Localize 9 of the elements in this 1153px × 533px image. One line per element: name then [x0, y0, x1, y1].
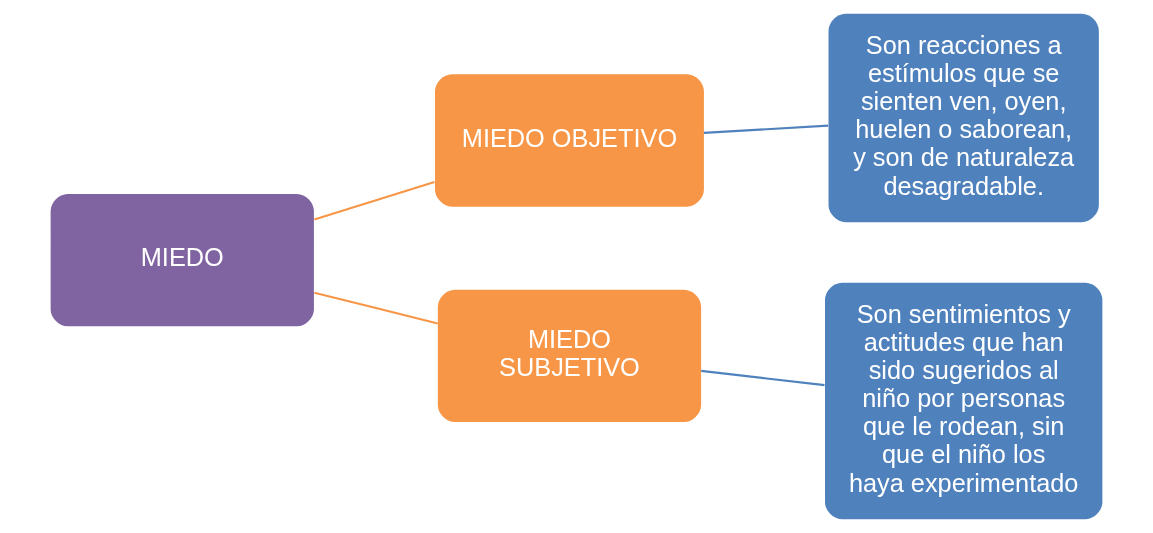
connector	[314, 181, 435, 221]
connector	[703, 124, 829, 134]
node-box: MIEDO SUBJETIVO	[437, 289, 702, 423]
connector	[314, 291, 438, 325]
connector	[701, 369, 825, 387]
node-box: Son reacciones a estímulos que se sienten ven, oyen, huelen o saborean, y son de naturaleza desagradable.	[828, 13, 1099, 223]
node-box: MIEDO	[50, 194, 314, 327]
node-box: Son sentimientos y actitudes que han sido sugeridos al niño por personas que le rodean, sin que el niño los haya experimentado	[825, 282, 1103, 520]
node-box: MIEDO OBJETIVO	[435, 74, 704, 207]
